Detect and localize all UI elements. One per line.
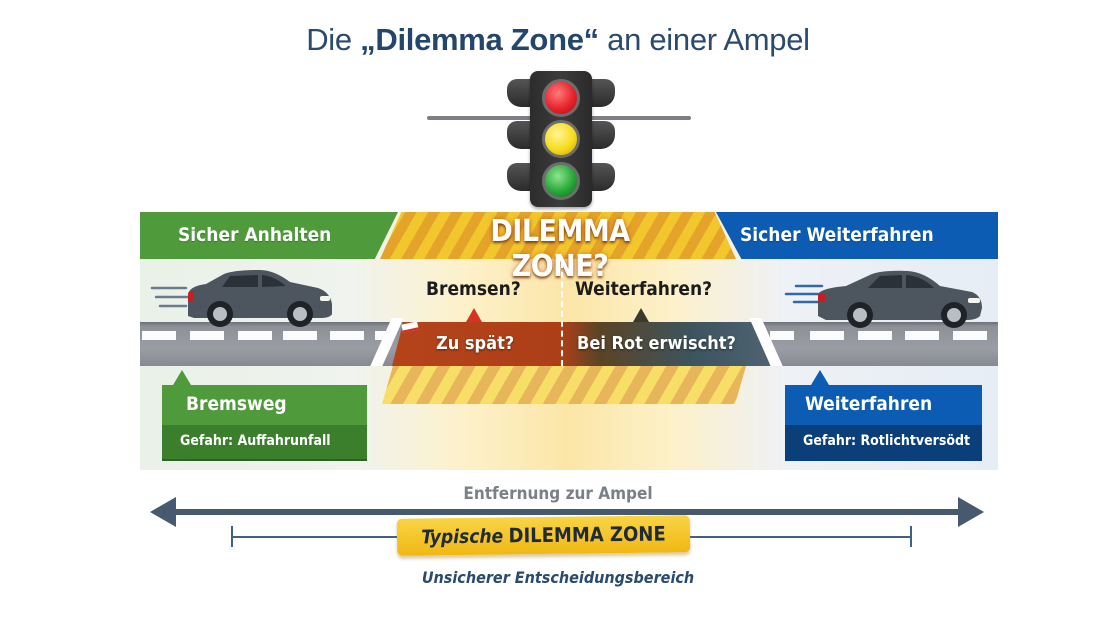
decision-divider bbox=[561, 262, 563, 366]
lane-dash bbox=[953, 331, 987, 340]
header-right-label: Sicher Weiterfahren bbox=[740, 224, 934, 246]
lane-dash bbox=[810, 331, 844, 340]
header-center-label: DILEMMA ZONE? bbox=[490, 214, 630, 284]
braking-box: Bremsweg Gefahr: Auffahrunfall bbox=[162, 385, 367, 461]
pointer-up-icon bbox=[173, 370, 191, 385]
traffic-light-visors-right bbox=[591, 79, 615, 191]
distance-axis bbox=[170, 509, 970, 515]
badge-italic: Typische bbox=[421, 525, 504, 549]
axis-label: Entfernung zur Ampel bbox=[463, 484, 653, 504]
dilemma-hazard-band bbox=[382, 366, 746, 404]
lane-dash bbox=[330, 331, 364, 340]
continue-box: Weiterfahren Gefahr: Rotlichtversödt bbox=[785, 385, 982, 461]
range-tick-end bbox=[910, 526, 912, 547]
pointer-up-icon bbox=[466, 308, 482, 322]
braking-box-danger: Gefahr: Auffahrunfall bbox=[162, 425, 367, 461]
green-light-icon bbox=[542, 162, 580, 200]
lane-dash bbox=[238, 331, 272, 340]
car-left-icon bbox=[150, 270, 332, 327]
lane-dash bbox=[283, 331, 317, 340]
badge-bold: DILEMMA ZONE bbox=[508, 521, 666, 548]
title-prefix: Die bbox=[306, 22, 361, 57]
continue-box-danger: Gefahr: Rotlichtversödt bbox=[785, 425, 982, 461]
yellow-light-icon bbox=[542, 120, 580, 158]
lane-dash bbox=[375, 331, 389, 340]
risk-brake: Zu spät? bbox=[436, 333, 515, 354]
traffic-light-visors-left bbox=[507, 79, 531, 191]
lane-dash bbox=[858, 331, 892, 340]
pointer-up-icon bbox=[811, 370, 829, 385]
car-right-icon bbox=[784, 270, 982, 328]
risk-continue: Bei Rot erwischt? bbox=[577, 333, 736, 354]
axis-caption: Unsicherer Entscheidungsbereich bbox=[421, 568, 695, 587]
arrow-left-icon bbox=[150, 497, 176, 527]
page-title: Die „Dilemma Zone“ an einer Ampel bbox=[0, 22, 1116, 58]
question-continue: Weiterfahren? bbox=[575, 278, 713, 300]
title-suffix: an einer Ampel bbox=[598, 22, 810, 57]
title-emphasis: „Dilemma Zone“ bbox=[360, 22, 599, 57]
arrow-right-icon bbox=[958, 497, 984, 527]
header-safe-stop bbox=[140, 212, 398, 259]
question-brake: Bremsen? bbox=[426, 278, 521, 300]
red-light-icon bbox=[542, 79, 580, 117]
header-left-label: Sicher Anhalten bbox=[178, 224, 332, 246]
pointer-up-icon bbox=[633, 308, 649, 322]
lane-dash bbox=[142, 331, 176, 340]
lane-dash bbox=[190, 331, 224, 340]
header-safe-continue bbox=[716, 212, 998, 259]
dilemma-road-segment bbox=[392, 322, 770, 366]
lane-dash bbox=[770, 331, 794, 340]
range-tick-start bbox=[231, 526, 233, 547]
header-dilemma-zone bbox=[380, 212, 736, 259]
dilemma-zone-badge: Typische DILEMMA ZONE bbox=[396, 515, 691, 556]
braking-box-title: Bremsweg bbox=[162, 385, 367, 425]
lane-dash bbox=[905, 331, 939, 340]
continue-box-title: Weiterfahren bbox=[785, 385, 982, 425]
